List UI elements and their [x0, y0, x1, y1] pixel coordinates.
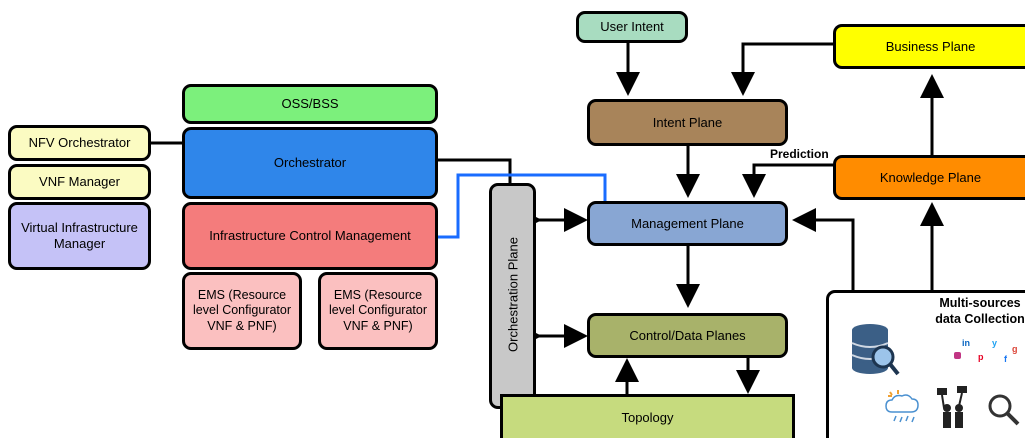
nfv-orchestrator-label: NFV Orchestrator: [28, 135, 131, 151]
prediction-label: Prediction: [770, 147, 829, 161]
people-icon: [937, 386, 967, 428]
database-search-icon: [851, 324, 900, 376]
arrow-data-to-management: [792, 208, 855, 290]
business-plane-box: Business Plane: [833, 24, 1025, 69]
orchestrator-box: Orchestrator: [182, 127, 438, 199]
management-plane-label: Management Plane: [631, 215, 744, 231]
twitter-icon: y: [992, 338, 998, 348]
user-intent-label: User Intent: [600, 19, 664, 35]
control-data-planes-box: Control/Data Planes: [587, 313, 788, 358]
pinterest-icon: p: [978, 352, 984, 362]
ems-box-1: EMS (Resource level Configurator VNF & P…: [182, 272, 302, 350]
orchestration-plane-box: [489, 183, 536, 409]
icm-box: Infrastructure Control Management: [182, 202, 438, 270]
topology-box: Topology: [500, 394, 795, 438]
orchestration-plane-label: Orchestration Plane: [505, 237, 521, 352]
nfv-orchestrator-box: NFV Orchestrator: [8, 125, 151, 161]
intent-plane-label: Intent Plane: [652, 114, 723, 130]
instagram-icon: [954, 352, 961, 359]
vnf-manager-label: VNF Manager: [39, 174, 120, 190]
intent-plane-box: Intent Plane: [587, 99, 788, 146]
topology-label: Topology: [621, 409, 674, 425]
ems-label-2: EMS (Resource level Configurator VNF & P…: [329, 287, 427, 333]
business-plane-label: Business Plane: [885, 38, 976, 54]
orchestrator-to-orchestration-link: [437, 158, 512, 183]
magnifier-icon: [988, 394, 1020, 426]
user-intent-box: User Intent: [576, 11, 688, 43]
oss-bss-label: OSS/BSS: [281, 96, 339, 112]
google-plus-icon: g: [1012, 344, 1018, 354]
ems-label-1: EMS (Resource level Configurator VNF & P…: [193, 287, 291, 333]
linkedin-icon: in: [962, 338, 970, 348]
knowledge-plane-label: Knowledge Plane: [879, 169, 982, 185]
icm-to-management-link: [437, 173, 607, 239]
orchestrator-label: Orchestrator: [273, 155, 347, 171]
control-data-planes-label: Control/Data Planes: [629, 327, 746, 343]
oss-bss-box: OSS/BSS: [182, 84, 438, 124]
arrow-prediction: [742, 163, 833, 198]
weather-icon: [885, 390, 919, 423]
management-plane-box: Management Plane: [587, 201, 788, 246]
vnf-manager-box: VNF Manager: [8, 164, 151, 200]
arrow-business-to-intent: [731, 42, 833, 96]
vim-box: Virtual Infrastructure Manager: [8, 202, 151, 270]
facebook-icon: f: [1004, 354, 1007, 364]
vim-label: Virtual Infrastructure Manager: [21, 220, 138, 251]
ems-box-2: EMS (Resource level Configurator VNF & P…: [318, 272, 438, 350]
knowledge-plane-box: Knowledge Plane: [833, 155, 1025, 200]
data-collection-title: Multi-sources data Collection: [935, 296, 1025, 326]
social-media-icons: in y g p f: [954, 338, 1024, 368]
icm-label: Infrastructure Control Management: [209, 228, 411, 244]
